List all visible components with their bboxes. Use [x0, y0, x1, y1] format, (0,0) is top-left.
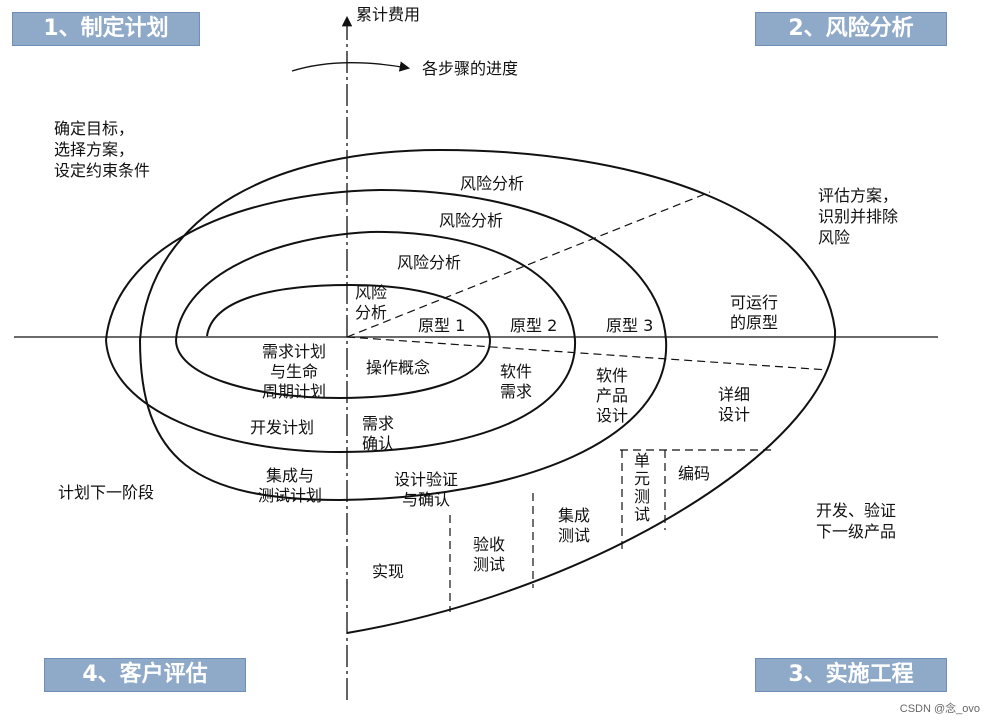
implementation: 实现 — [372, 562, 405, 581]
design-validation: 设计验证 与确认 — [394, 470, 459, 509]
progress-arrow — [291, 61, 411, 72]
detailed-design: 详细 设计 — [718, 385, 751, 424]
software-requirements: 软件 需求 — [500, 362, 533, 401]
watermark: CSDN @念_ovo — [899, 703, 980, 715]
quadrant-evaluation-badge: 4、客户评估 — [44, 658, 246, 692]
spiral-loop-1 — [175, 283, 492, 400]
spiral-loop-4 — [139, 148, 837, 634]
prototype-2: 原型 2 — [510, 316, 558, 335]
note-top-left: 确定目标， 选择方案， 设定约束条件 — [54, 119, 151, 180]
risk-label-1: 风险 分析 — [355, 283, 388, 322]
quadrant-risk-badge: 2、风险分析 — [755, 12, 947, 46]
requirements-validation: 需求 确认 — [362, 414, 395, 453]
unit-test: 单 元 测 试 — [634, 451, 651, 524]
progress-label: 各步骤的进度 — [422, 59, 519, 78]
quadrant-engineering-badge: 3、实施工程 — [755, 658, 947, 692]
integration-test: 集成 测试 — [558, 506, 591, 545]
plan-requirements: 需求计划 与生命 周期计划 — [262, 342, 327, 401]
spiral-loop-3 — [105, 188, 668, 502]
code: 编码 — [678, 464, 711, 483]
plan-integration: 集成与 测试计划 — [258, 466, 323, 505]
quadrant-plan-badge: 1、制定计划 — [12, 12, 200, 46]
risk-label-3: 风险分析 — [439, 211, 504, 230]
note-bottom-left: 计划下一阶段 — [58, 483, 155, 502]
prototype-3: 原型 3 — [606, 316, 654, 335]
note-top-right: 评估方案， 识别并排除 风险 — [818, 186, 899, 247]
prototype-1: 原型 1 — [418, 316, 466, 335]
risk-label-2: 风险分析 — [397, 253, 462, 272]
note-bottom-right: 开发、验证 下一级产品 — [816, 501, 897, 541]
prototype-operational: 可运行 的原型 — [730, 293, 779, 332]
plan-development: 开发计划 — [250, 418, 315, 437]
acceptance-test: 验收 测试 — [473, 535, 506, 574]
product-design: 软件 产品 设计 — [596, 366, 629, 425]
y-axis-label: 累计费用 — [356, 5, 421, 24]
spiral-loop-2 — [105, 230, 577, 454]
risk-label-4: 风险分析 — [460, 174, 525, 193]
concept-of-operation: 操作概念 — [366, 358, 431, 377]
